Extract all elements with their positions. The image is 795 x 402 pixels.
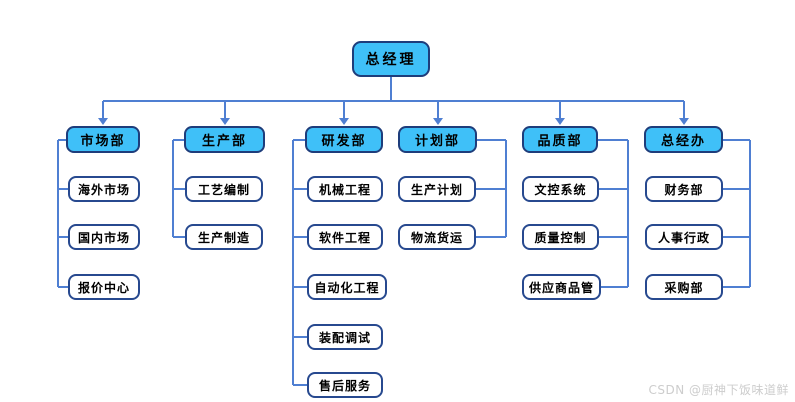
connector-line bbox=[723, 236, 750, 238]
child-node: 文控系统 bbox=[522, 176, 599, 202]
connector-line bbox=[601, 286, 628, 288]
connector-line bbox=[223, 101, 226, 118]
connector-line bbox=[559, 101, 561, 118]
connector-line bbox=[723, 139, 750, 141]
child-node: 国内市场 bbox=[68, 224, 140, 250]
child-node: 生产制造 bbox=[185, 224, 263, 250]
arrow-down-icon bbox=[555, 118, 565, 125]
connector-line bbox=[599, 188, 628, 190]
connector-line bbox=[172, 140, 174, 237]
connector-line bbox=[58, 139, 66, 141]
connector-line bbox=[476, 236, 506, 238]
connector-line bbox=[598, 139, 628, 141]
connector-line bbox=[58, 236, 68, 238]
connector-line bbox=[505, 140, 507, 237]
connector-line bbox=[293, 236, 307, 238]
connector-line bbox=[293, 188, 307, 190]
arrow-down-icon bbox=[432, 118, 443, 125]
child-node: 采购部 bbox=[645, 274, 723, 300]
connector-line bbox=[293, 384, 307, 386]
child-node: 物流货运 bbox=[398, 224, 476, 250]
child-node: 质量控制 bbox=[522, 224, 599, 250]
arrow-down-icon bbox=[219, 118, 230, 125]
connector-line bbox=[749, 140, 751, 287]
connector-line bbox=[58, 286, 68, 288]
dept-node: 生产部 bbox=[184, 126, 265, 153]
child-node: 生产计划 bbox=[398, 176, 476, 202]
dept-node: 计划部 bbox=[398, 126, 477, 153]
connector-line bbox=[390, 77, 392, 101]
connector-line bbox=[173, 236, 185, 238]
connector-line bbox=[723, 286, 750, 288]
connector-line bbox=[58, 188, 68, 190]
connector-bus bbox=[103, 100, 684, 102]
connector-line bbox=[57, 140, 59, 287]
child-node: 人事行政 bbox=[645, 224, 723, 250]
connector-line bbox=[476, 188, 506, 190]
child-node: 财务部 bbox=[645, 176, 723, 202]
arrow-down-icon bbox=[678, 118, 689, 125]
connector-line bbox=[293, 286, 307, 288]
dept-node: 品质部 bbox=[522, 126, 598, 153]
dept-node: 总经办 bbox=[644, 126, 723, 153]
dept-node: 研发部 bbox=[305, 126, 383, 153]
connector-line bbox=[682, 101, 685, 118]
connector-line bbox=[343, 101, 345, 118]
arrow-down-icon bbox=[339, 118, 349, 125]
child-node: 售后服务 bbox=[307, 372, 383, 398]
child-node: 工艺编制 bbox=[185, 176, 263, 202]
connector-line bbox=[599, 236, 628, 238]
connector-line bbox=[292, 140, 294, 385]
connector-line bbox=[477, 139, 506, 141]
connector-line bbox=[723, 188, 750, 190]
connector-line bbox=[173, 188, 185, 190]
connector-line bbox=[293, 139, 305, 141]
root-node: 总经理 bbox=[352, 41, 430, 77]
connector-line bbox=[102, 101, 104, 118]
connector-line bbox=[173, 139, 184, 141]
child-node: 报价中心 bbox=[68, 274, 140, 300]
child-node: 自动化工程 bbox=[307, 274, 387, 300]
connector-line bbox=[627, 140, 629, 287]
connector-line bbox=[436, 101, 439, 118]
arrow-down-icon bbox=[98, 118, 108, 125]
child-node: 机械工程 bbox=[307, 176, 383, 202]
watermark: CSDN @厨神下饭味道鲜 bbox=[648, 383, 789, 397]
child-node: 软件工程 bbox=[307, 224, 383, 250]
connector-line bbox=[293, 336, 307, 338]
dept-node: 市场部 bbox=[66, 126, 140, 153]
child-node: 供应商品管 bbox=[522, 274, 601, 300]
child-node: 海外市场 bbox=[68, 176, 140, 202]
child-node: 装配调试 bbox=[307, 324, 383, 350]
